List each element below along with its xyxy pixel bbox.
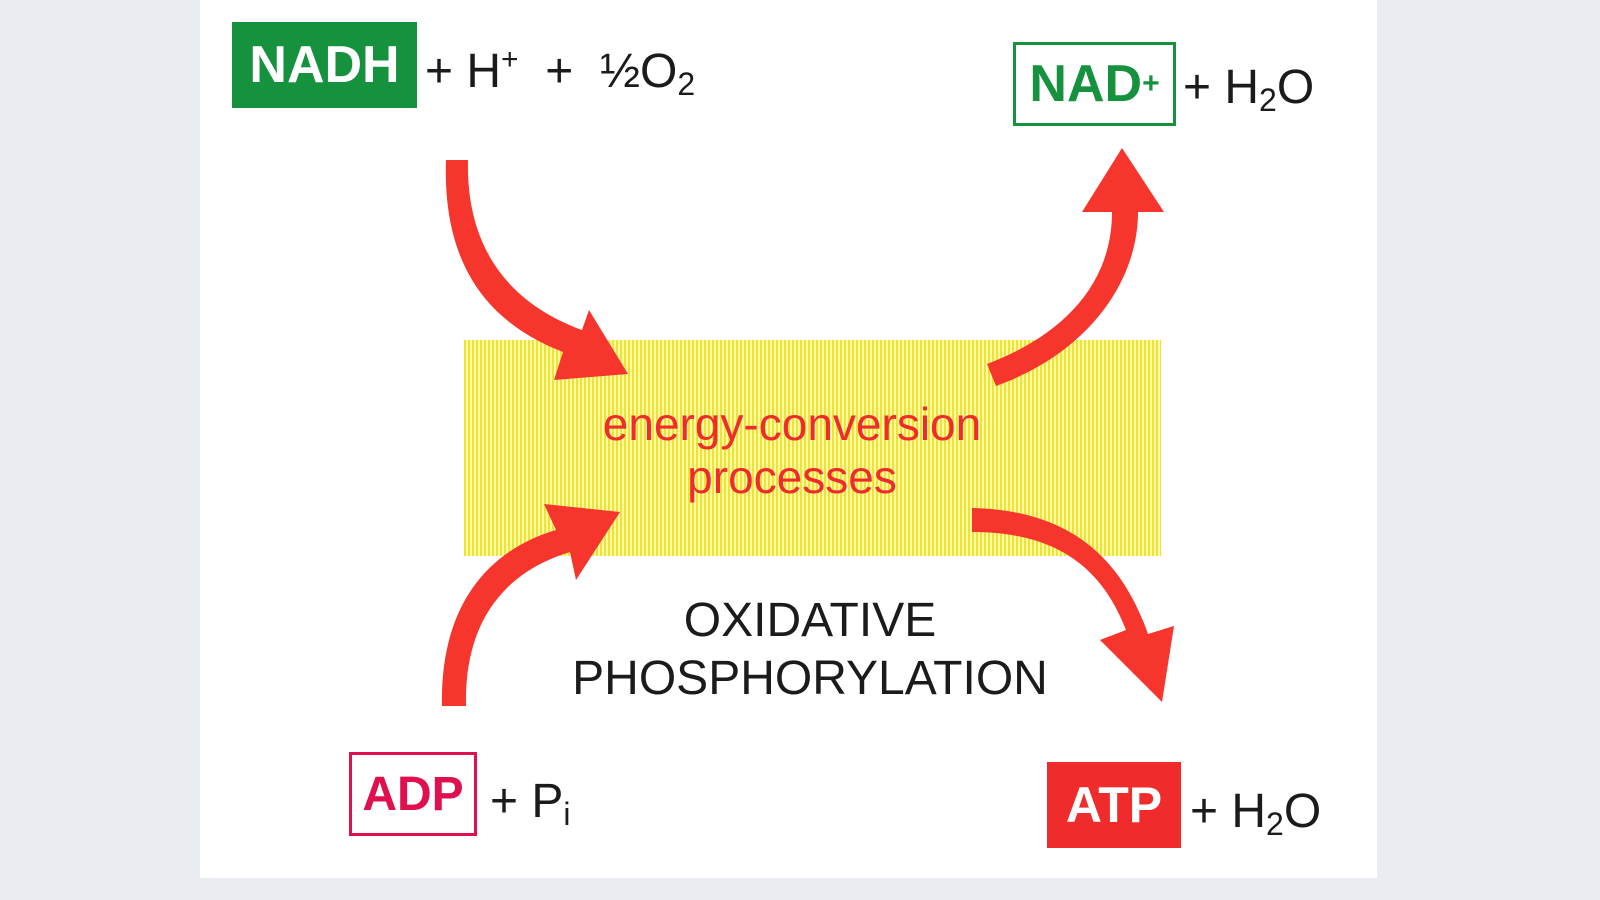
- nad-plus-box: NAD+: [1013, 42, 1176, 126]
- plus-h: + H: [1183, 61, 1260, 114]
- arrow-atp-out: [972, 508, 1174, 702]
- nad-charge: +: [1142, 67, 1160, 100]
- adp-box: ADP: [349, 752, 477, 836]
- process-title-line1: OXIDATIVE: [683, 594, 937, 647]
- arrows-layer: [441, 148, 1174, 706]
- plus-p: + P: [490, 775, 564, 828]
- adp-label: ADP: [362, 767, 464, 821]
- arrow-nadh-in: [445, 160, 628, 380]
- nadh-equation-rest: + H+ + ½O2: [425, 43, 696, 102]
- nad-equation-rest: + H2O: [1183, 61, 1315, 118]
- plus-h: + H: [1190, 785, 1267, 838]
- oxygen-subscript: 2: [677, 66, 696, 102]
- water-o: O: [1276, 61, 1315, 114]
- arrow-nad-out: [987, 148, 1164, 386]
- nadh-label: NADH: [249, 36, 400, 94]
- atp-box: ATP: [1047, 762, 1181, 848]
- atp-equation-rest: + H2O: [1190, 785, 1322, 842]
- plus-h: + H: [425, 45, 502, 98]
- h-charge: +: [501, 43, 519, 76]
- nadh-box: NADH: [232, 22, 417, 108]
- half-oxygen: ½O: [599, 45, 678, 98]
- nad-label: NAD: [1029, 55, 1143, 113]
- adp-equation-rest: + Pi: [490, 775, 571, 832]
- energy-conversion-label: energy-conversion processes: [552, 398, 1032, 504]
- phosphate-subscript: i: [563, 796, 571, 832]
- arrow-adp-in: [441, 504, 620, 706]
- process-title-line2: PHOSPHORYLATION: [572, 651, 1048, 705]
- water-subscript: 2: [1266, 806, 1284, 842]
- diagram-panel: NADH + H+ + ½O2 NAD+ + H2O energy-conver…: [200, 0, 1377, 878]
- atp-label: ATP: [1065, 777, 1163, 833]
- plus-sign: +: [545, 45, 574, 98]
- water-subscript: 2: [1259, 82, 1277, 118]
- process-title: OXIDATIVE PHOSPHORYLATION: [530, 592, 1090, 707]
- water-o: O: [1283, 785, 1322, 838]
- energy-conversion-line2: processes: [687, 450, 897, 503]
- energy-conversion-line1: energy-conversion: [602, 398, 982, 450]
